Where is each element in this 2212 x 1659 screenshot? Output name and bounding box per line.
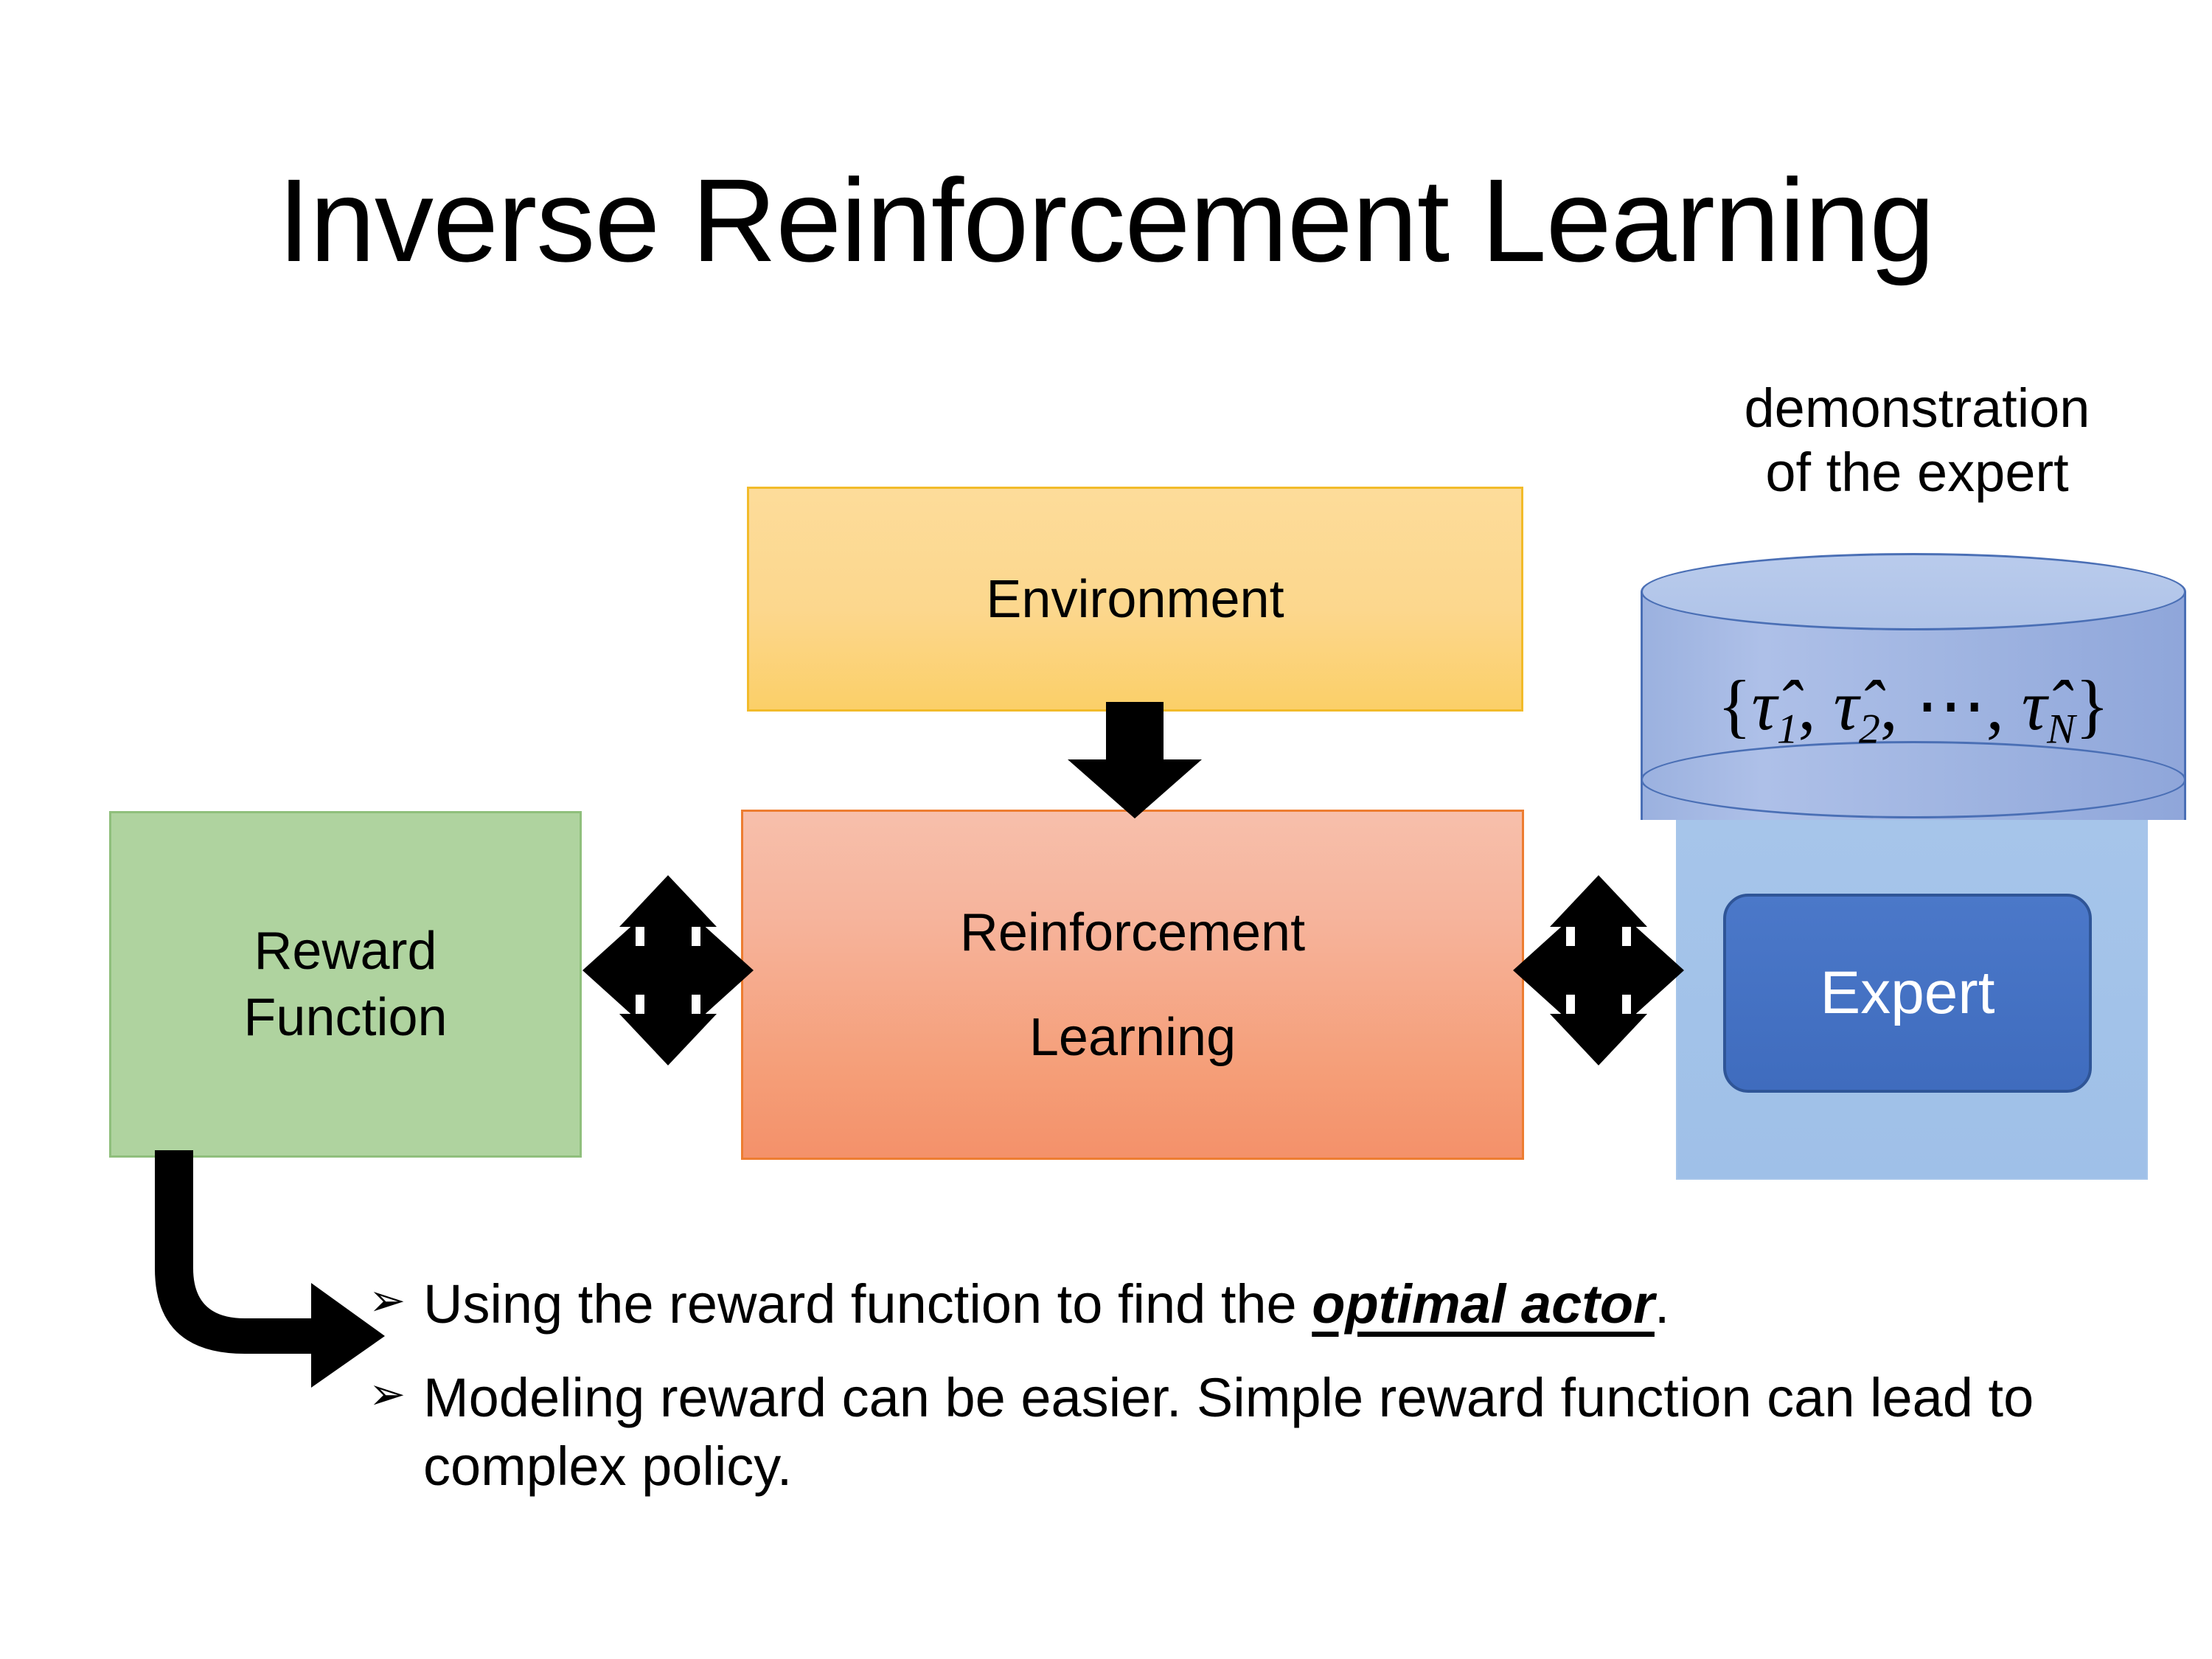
bullet-1-prefix: Using the reward function to find the bbox=[423, 1273, 1312, 1335]
formula-comma-1: , bbox=[1798, 666, 1834, 745]
demonstration-caption-line1: demonstration bbox=[1744, 378, 2090, 439]
formula-tau-n: τ̂N bbox=[2021, 666, 2076, 753]
demonstration-cylinder: {τ̂1, τ̂2, ⋯, τ̂N} bbox=[1641, 553, 2186, 859]
bullet-2-prefix: Modeling reward can be easier. Simple re… bbox=[423, 1367, 2034, 1498]
rl-label-line1: Reinforcement bbox=[959, 902, 1306, 962]
trajectory-set-formula: {τ̂1, τ̂2, ⋯, τ̂N} bbox=[1641, 664, 2186, 753]
arrow-rl-to-expert-icon bbox=[1513, 875, 1684, 1065]
formula-tau-2: τ̂2 bbox=[1833, 666, 1880, 753]
list-item: ➢ Using the reward function to find the … bbox=[369, 1270, 2094, 1338]
bullet-marker-icon: ➢ bbox=[369, 1369, 406, 1419]
arrow-reward-function-to-notes-icon bbox=[155, 1150, 385, 1388]
expert-label: Expert bbox=[1820, 959, 1995, 1026]
environment-label: Environment bbox=[986, 569, 1284, 629]
rl-label-line2: Learning bbox=[1029, 1007, 1237, 1067]
formula-ellipsis: , ⋯, bbox=[1879, 666, 2022, 745]
arrow-environment-to-rl-icon bbox=[1068, 702, 1202, 818]
demonstration-caption-line2: of the expert bbox=[1765, 442, 2069, 504]
bullet-marker-icon: ➢ bbox=[369, 1276, 406, 1325]
reward-function-label-line2: Function bbox=[243, 988, 448, 1047]
bullet-1-emphasis: optimal actor bbox=[1312, 1273, 1655, 1335]
notes-list: ➢ Using the reward function to find the … bbox=[369, 1270, 2094, 1501]
list-item-text: Using the reward function to find the op… bbox=[423, 1270, 2094, 1338]
expert-box: Expert bbox=[1723, 894, 2092, 1093]
cylinder-top-ellipse bbox=[1641, 553, 2186, 630]
reward-function-label: Reward Function bbox=[243, 918, 447, 1051]
formula-open-brace: { bbox=[1717, 666, 1752, 745]
arrow-reward-function-to-rl-icon bbox=[582, 875, 754, 1065]
formula-tau-1: τ̂1 bbox=[1751, 666, 1798, 753]
demonstration-caption: demonstration of the expert bbox=[1644, 376, 2190, 505]
cylinder-bottom-ellipse bbox=[1641, 741, 2186, 818]
page-title: Inverse Reinforcement Learning bbox=[277, 154, 1935, 286]
environment-box: Environment bbox=[747, 487, 1523, 712]
reward-function-label-line1: Reward bbox=[254, 922, 437, 981]
formula-close-brace: } bbox=[2075, 666, 2110, 745]
reward-function-box: Reward Function bbox=[109, 811, 582, 1158]
reinforcement-learning-box: Reinforcement Learning bbox=[741, 810, 1524, 1160]
list-item-text: Modeling reward can be easier. Simple re… bbox=[423, 1363, 2094, 1500]
reinforcement-learning-label: Reinforcement Learning bbox=[960, 900, 1305, 1071]
list-item: ➢ Modeling reward can be easier. Simple … bbox=[369, 1363, 2094, 1500]
rl-label-gap bbox=[960, 966, 1305, 1004]
bullet-1-suffix: . bbox=[1654, 1273, 1670, 1335]
